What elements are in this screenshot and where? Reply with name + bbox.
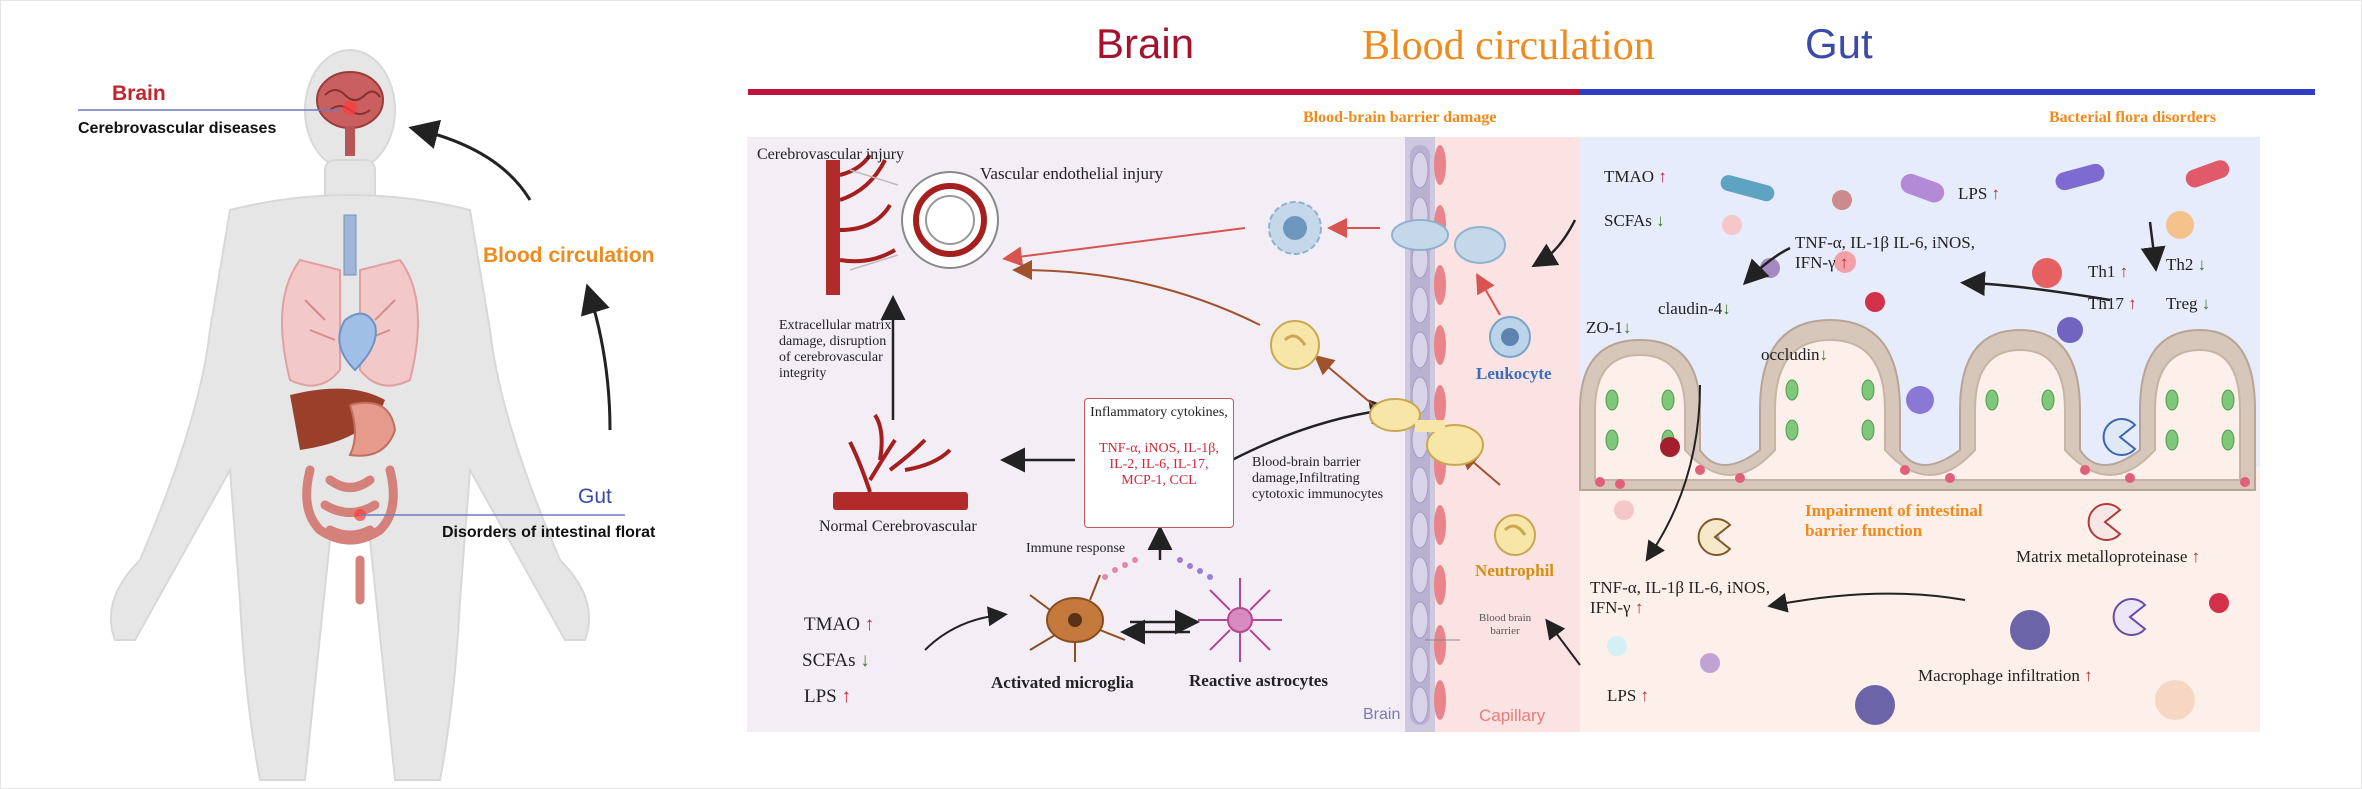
body-blood-label: Blood circulation <box>483 244 655 267</box>
bbb-damage-text: Blood-brain barrier damage,Infiltrating … <box>1252 455 1384 503</box>
brain-organ <box>316 71 384 156</box>
injured-vessel <box>826 153 897 295</box>
scfas-down-arrow: ↓ <box>860 650 870 671</box>
transmigrating-neutrophil <box>1369 398 1484 466</box>
gut-scfas-down-arrow: ↓ <box>1656 211 1665 230</box>
flora-disorders-title: Bacterial flora disorders <box>2049 109 2217 126</box>
gut-cytokines-top: TNF-α, IL-1β IL-6, iNOS, IFN-γ ↑ <box>1795 233 1975 272</box>
th2-down-arrow: ↓ <box>2197 255 2207 274</box>
activated-microglia-label: Activated microglia <box>991 673 1134 692</box>
brain-scfas-label: SCFAs ↓ <box>802 650 870 671</box>
body-gut-label: Gut <box>578 485 612 508</box>
gut-cytokines-bottom-up-arrow: ↑ <box>1634 597 1644 617</box>
gut-scfas-label: SCFAs ↓ <box>1604 211 1665 230</box>
gut-lps-top-up-arrow: ↑ <box>1991 184 2001 203</box>
body-panel: Brain Cerebrovascular diseases Blood cir… <box>0 0 700 789</box>
impairment-label: Impairment of intestinal barrier functio… <box>1805 501 1983 540</box>
reactive-astrocytes-label: Reactive astrocytes <box>1189 671 1328 690</box>
astrocyte-cell <box>1198 578 1282 662</box>
mmp-label: Matrix metalloproteinase ↑ <box>2016 547 2201 566</box>
th2-label: Th2 ↓ <box>2166 255 2207 274</box>
gut-tmao-label: TMAO ↑ <box>1604 167 1667 186</box>
gut-lps-top-label: LPS ↑ <box>1958 184 2001 203</box>
cerebrovascular-injury-label: Cerebrovascular injury <box>757 146 905 163</box>
brain-lps-label: LPS ↑ <box>804 686 852 707</box>
header-gut: Gut <box>1805 20 1873 67</box>
transmigrating-leukocyte <box>1391 219 1506 264</box>
th17-label: Th17 ↑ <box>2088 294 2137 313</box>
neutrophil-cell <box>1494 514 1536 556</box>
neutrophil-label: Neutrophil <box>1475 561 1555 580</box>
lps-up-arrow: ↑ <box>841 686 852 707</box>
gut-lps-bottom-label: LPS ↑ <box>1607 686 1650 705</box>
brain-immune-cell-blue <box>1268 201 1322 255</box>
intestines-organ <box>302 465 398 605</box>
leukocyte-cell <box>1489 316 1531 358</box>
human-body-illustration <box>78 49 625 781</box>
bacteria <box>1720 160 2230 203</box>
gut-lps-bottom-up-arrow: ↑ <box>1640 686 1650 705</box>
normal-vessel <box>833 413 968 510</box>
gut-cytokines-bottom: TNF-α, IL-1β IL-6, iNOS, IFN-γ ↑ <box>1590 578 1770 617</box>
th1-label: Th1 ↑ <box>2088 262 2129 281</box>
lungs-organ <box>281 258 419 387</box>
header-divider-gut <box>1580 89 2315 95</box>
normal-cerebrovascular-label: Normal Cerebrovascular <box>819 518 977 535</box>
th1-up-arrow: ↑ <box>2119 262 2129 281</box>
body-brain-label: Brain <box>112 82 166 105</box>
mmp-up-arrow: ↑ <box>2191 547 2201 566</box>
cytokine-box-title: Inflammatory cytokines, <box>1090 405 1228 420</box>
brain-footer-label: Brain <box>1363 706 1401 723</box>
treg-down-arrow: ↓ <box>2201 294 2211 313</box>
treg-label: Treg ↓ <box>2166 294 2211 313</box>
tmao-up-arrow: ↑ <box>864 614 875 635</box>
ecm-damage-text: Extracellular matrix damage, disruption … <box>779 318 892 382</box>
gut-tmao-up-arrow: ↑ <box>1658 167 1667 186</box>
occludin-down-arrow: ↓ <box>1819 345 1829 364</box>
body-brain-sub: Cerebrovascular diseases <box>78 120 277 137</box>
zo1-down-arrow: ↓ <box>1622 318 1632 337</box>
gut-cytokines-top-up-arrow: ↑ <box>1839 252 1849 272</box>
barrier-cells <box>1410 145 1446 725</box>
claudin4-down-arrow: ↓ <box>1722 299 1731 318</box>
claudin4-label: claudin-4↓ <box>1658 299 1731 318</box>
bbb-small-label: Blood brain barrier <box>1478 612 1532 637</box>
bbb-damage-title: Blood-brain barrier damage <box>1303 109 1497 126</box>
occludin-label: occludin↓ <box>1761 345 1829 364</box>
macrophage-label: Macrophage infiltration ↑ <box>1918 666 2093 685</box>
leukocyte-label: Leukocyte <box>1476 364 1552 383</box>
th17-up-arrow: ↑ <box>2128 294 2137 313</box>
header-blood-circulation: Blood circulation <box>1362 23 1655 69</box>
immune-response-label: Immune response <box>1026 541 1126 556</box>
body-gut-sub: Disorders of intestinal florat <box>442 524 656 541</box>
brain-tmao-label: TMAO ↑ <box>804 614 875 635</box>
cytokine-box: Inflammatory cytokines, TNF-α, iNOS, IL-… <box>1084 398 1234 528</box>
macrophage-cells <box>1697 418 2195 725</box>
header-divider-brain <box>748 89 1580 95</box>
cytokine-box-list: TNF-α, iNOS, IL-1β, IL-2, IL-6, IL-17, M… <box>1099 441 1219 489</box>
capillary-label: Capillary <box>1479 706 1546 725</box>
macrophage-up-arrow: ↑ <box>2084 666 2093 685</box>
header-brain: Brain <box>1096 20 1195 67</box>
zo1-label: ZO-1↓ <box>1586 318 1632 337</box>
brain-immune-cell-yellow <box>1270 320 1320 370</box>
vascular-endothelial-label: Vascular endothelial injury <box>980 164 1164 183</box>
